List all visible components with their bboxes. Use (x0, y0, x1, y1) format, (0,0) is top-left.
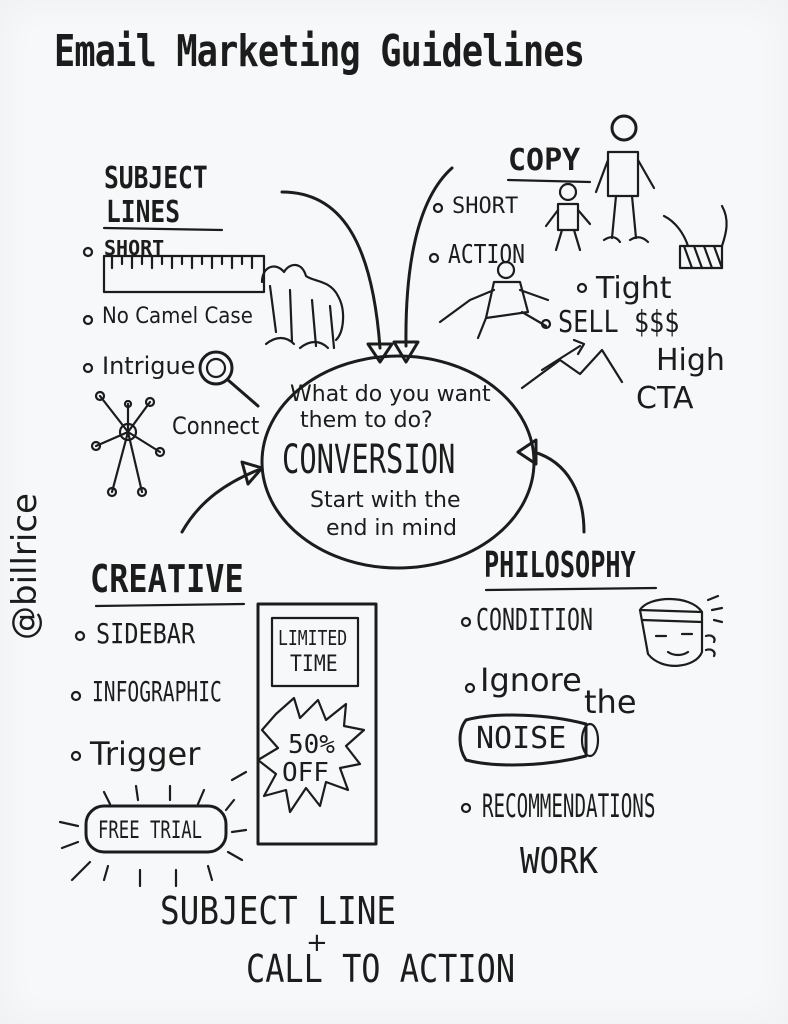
creative-underline (96, 604, 244, 606)
ad-discount-line1: 50% (288, 732, 335, 758)
bottom-line1: SUBJECT LINE (160, 892, 396, 930)
free-trial-label: FREE TRIAL (98, 818, 202, 842)
subject-lines-heading-line1: SUBJECT (104, 164, 208, 194)
center-question-line1: What do you want (290, 384, 491, 406)
center-tagline-line1: Start with the (310, 490, 461, 512)
ad-discount-line2: OFF (282, 760, 329, 786)
author-handle: @billrice (8, 493, 42, 640)
network-icon (92, 392, 164, 496)
work-label: WORK (520, 844, 598, 880)
creative-item-2: Trigger (90, 738, 200, 770)
copy-item-2: Tight (596, 274, 672, 304)
face-icon (640, 596, 722, 666)
growth-chart-icon (522, 340, 622, 388)
copy-cta-line2: CTA (636, 384, 693, 414)
philosophy-item-1: Ignore (480, 664, 582, 696)
center-question-line2: them to do? (300, 410, 433, 432)
subject-lines-item-1: No Camel Case (102, 306, 253, 328)
creative-heading: CREATIVE (90, 560, 244, 598)
ad-limited-line1: LIMITED (278, 628, 347, 648)
copy-item-3: SELL $$$ (558, 308, 679, 338)
ad-limited-line2: TIME (290, 654, 338, 676)
cart-icon (664, 206, 727, 268)
philosophy-heading: PHILOSOPHY (484, 548, 636, 584)
copy-heading: COPY (508, 146, 580, 176)
philosophy-underline (486, 588, 656, 590)
ruler-icon (104, 256, 264, 292)
philosophy-ignore-suffix: the (584, 686, 637, 718)
magnifier-icon (200, 352, 258, 406)
bottom-line2: CALL TO ACTION (246, 950, 515, 988)
creative-item-0: SIDEBAR (96, 620, 195, 648)
subject-lines-item-3: Connect (172, 414, 259, 438)
noise-label: NOISE (476, 724, 566, 754)
center-tagline-line2: end in mind (326, 518, 457, 540)
arrow-from-philosophy (534, 452, 584, 532)
subject-lines-item-0: SHORT (104, 238, 164, 258)
creative-item-1: INFOGRAPHIC (92, 678, 222, 706)
camel-icon (262, 265, 343, 348)
copy-cta-line1: High (656, 346, 725, 376)
subject-lines-item-2: Intrigue (102, 354, 195, 378)
philosophy-item-2: RECOMMENDATIONS (482, 790, 655, 822)
copy-underline (508, 180, 590, 182)
center-headline: CONVERSION (282, 440, 455, 480)
subject-lines-heading-line2: LINES (106, 198, 180, 228)
philosophy-item-0: CONDITION (476, 606, 593, 636)
page-title: Email Marketing Guidelines (54, 30, 584, 74)
copy-item-0: SHORT (452, 196, 518, 218)
copy-item-1: ACTION (448, 242, 525, 268)
